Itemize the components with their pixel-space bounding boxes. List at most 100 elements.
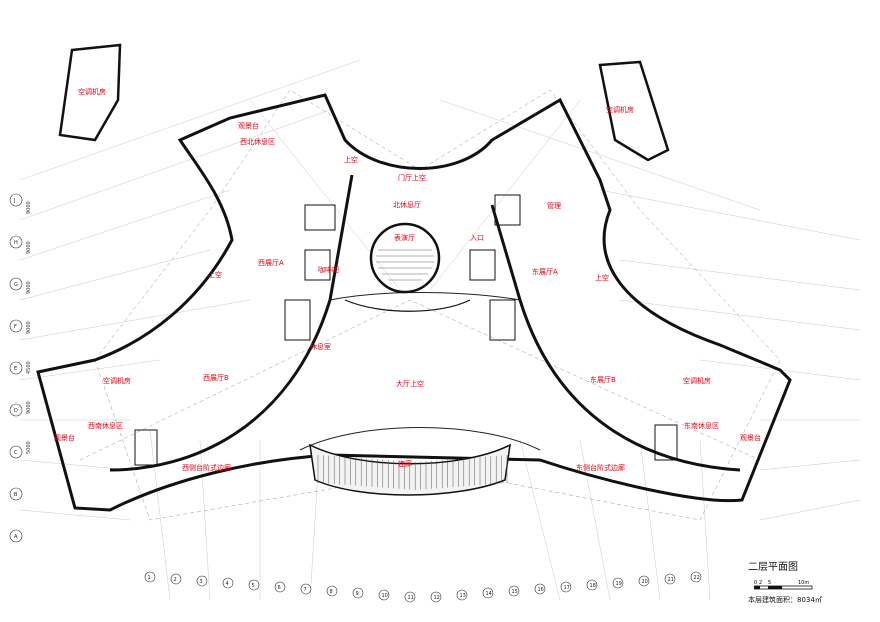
axis-bubble-13 [456, 589, 468, 601]
scale-tick-10: 10m [798, 580, 809, 586]
dimension-text: 9000 [26, 201, 32, 214]
axis-label-21: 21 [668, 577, 674, 583]
room-west-terrace: 西侧台阶式边廊 [182, 463, 231, 472]
axis-label-12: 12 [434, 595, 440, 601]
axis-bubble-C [9, 445, 23, 459]
room-bridge: 连廊 [398, 459, 412, 468]
scale-bar: 0 2 5 10m [754, 580, 813, 589]
room-lounge: 休息室 [310, 342, 331, 351]
room-north-hall-void: 门厅上空 [398, 173, 426, 182]
axis-label-11: 11 [408, 595, 414, 601]
axis-bubble-15 [508, 585, 520, 597]
room-above-void-e: 上空 [595, 273, 609, 282]
axis-bubble-7 [300, 583, 312, 595]
room-cafe: 咖啡吧 [318, 265, 339, 274]
room-southwest-rest: 西南休息区 [88, 421, 123, 430]
axis-label-18: 18 [590, 583, 596, 589]
axis-label-2: 2 [174, 577, 177, 583]
grid-lines [19, 59, 861, 601]
room-aircon-ne: 空调机房 [606, 105, 634, 114]
room-aircon-w: 空调机房 [103, 376, 131, 385]
axis-label-14: 14 [486, 591, 492, 597]
axis-label-H: H [14, 240, 18, 246]
room-north-rest-hall: 北休息厅 [393, 200, 421, 209]
axis-bubble-18 [586, 579, 598, 591]
axis-bubble-8 [326, 585, 338, 597]
room-aircon-e: 空调机房 [683, 376, 711, 385]
room-viewing-platform-sw: 观景台 [54, 433, 75, 442]
room-entrance: 入口 [470, 234, 484, 242]
dimension-text: 5000 [26, 441, 32, 454]
dimension-text: 9000 [26, 241, 32, 254]
room-east-exhibit-a: 东展厅A [532, 267, 558, 276]
axis-bubble-19 [612, 577, 624, 589]
axis-bubble-H [9, 235, 23, 249]
room-west-exhibit-a: 西展厅A [258, 259, 284, 267]
axis-bubble-9 [352, 587, 364, 599]
floor-area-note: 本层建筑面积：8034㎡ [748, 596, 822, 604]
performance-hall-shape [344, 222, 471, 312]
axis-bubbles-left: J H G F E D C B A [9, 193, 23, 543]
axis-bubble-6 [274, 581, 286, 593]
drawing-legend: 二层平面图 0 2 5 10m 本层建筑面积：8034㎡ [748, 555, 868, 605]
axis-bubble-J [9, 193, 23, 207]
axis-bubble-17 [560, 581, 572, 593]
room-west-exhibit-b: 西展厅B [203, 374, 229, 382]
axis-label-J: J [13, 198, 15, 204]
axis-label-13: 13 [460, 593, 466, 599]
axis-label-G: G [14, 282, 18, 288]
axis-bubble-2 [170, 573, 182, 585]
axis-label-20: 20 [642, 579, 648, 585]
room-above-void-n1: 上空 [344, 155, 358, 164]
axis-bubble-10 [378, 589, 390, 601]
axis-label-7: 7 [304, 587, 307, 593]
axis-bubble-14 [482, 587, 494, 599]
axis-bubble-21 [664, 573, 676, 585]
scale-tick-0: 0 [754, 580, 757, 586]
room-labels: 空调机房 空调机房 观景台 西北休息区 上空 门厅上空 北休息厅 表演厅 西展厅… [54, 87, 761, 472]
axis-bubble-4 [222, 577, 234, 589]
axis-label-B: B [14, 492, 18, 498]
axis-bubble-F [9, 319, 23, 333]
axis-label-E: E [14, 366, 17, 372]
axis-bubble-16 [534, 583, 546, 595]
room-aircon-nw: 空调机房 [78, 87, 106, 96]
axis-bubble-A [9, 529, 23, 543]
axis-label-4: 4 [226, 581, 229, 587]
dimension-text: 9000 [26, 281, 32, 294]
axis-bubble-B [9, 487, 23, 501]
axis-label-16: 16 [538, 587, 544, 593]
axis-label-D: D [14, 408, 18, 414]
dimension-text: 9000 [26, 401, 32, 414]
room-management: 管理 [547, 201, 561, 210]
scale-tick-2: 2 [759, 580, 762, 586]
axis-bubble-22 [690, 571, 702, 583]
axis-label-5: 5 [252, 583, 255, 589]
room-viewing-platform-se: 观景台 [740, 433, 761, 442]
axis-label-C: C [14, 450, 18, 456]
axis-label-9: 9 [356, 591, 359, 597]
axis-bubble-1 [144, 571, 156, 583]
room-southeast-rest: 东南休息区 [684, 421, 719, 430]
axis-label-19: 19 [616, 581, 622, 587]
stair-cores [134, 194, 678, 466]
south-bridge-shape [309, 443, 511, 496]
room-northwest-rest: 西北休息区 [240, 137, 275, 146]
axis-label-8: 8 [330, 589, 333, 595]
room-hall-void: 大厅上空 [396, 379, 424, 388]
axis-label-15: 15 [512, 589, 518, 595]
axis-bubble-11 [404, 591, 416, 603]
room-above-void-w: 上空 [208, 270, 222, 279]
axis-label-6: 6 [278, 585, 281, 591]
axis-bubble-E [9, 361, 23, 375]
axis-label-22: 22 [694, 575, 700, 581]
axis-label-A: A [14, 534, 18, 540]
dimension-text: 9000 [26, 321, 32, 334]
axis-label-3: 3 [200, 579, 203, 585]
axis-label-F: F [14, 324, 17, 330]
scale-tick-5: 5 [768, 580, 771, 586]
axis-bubble-20 [638, 575, 650, 587]
